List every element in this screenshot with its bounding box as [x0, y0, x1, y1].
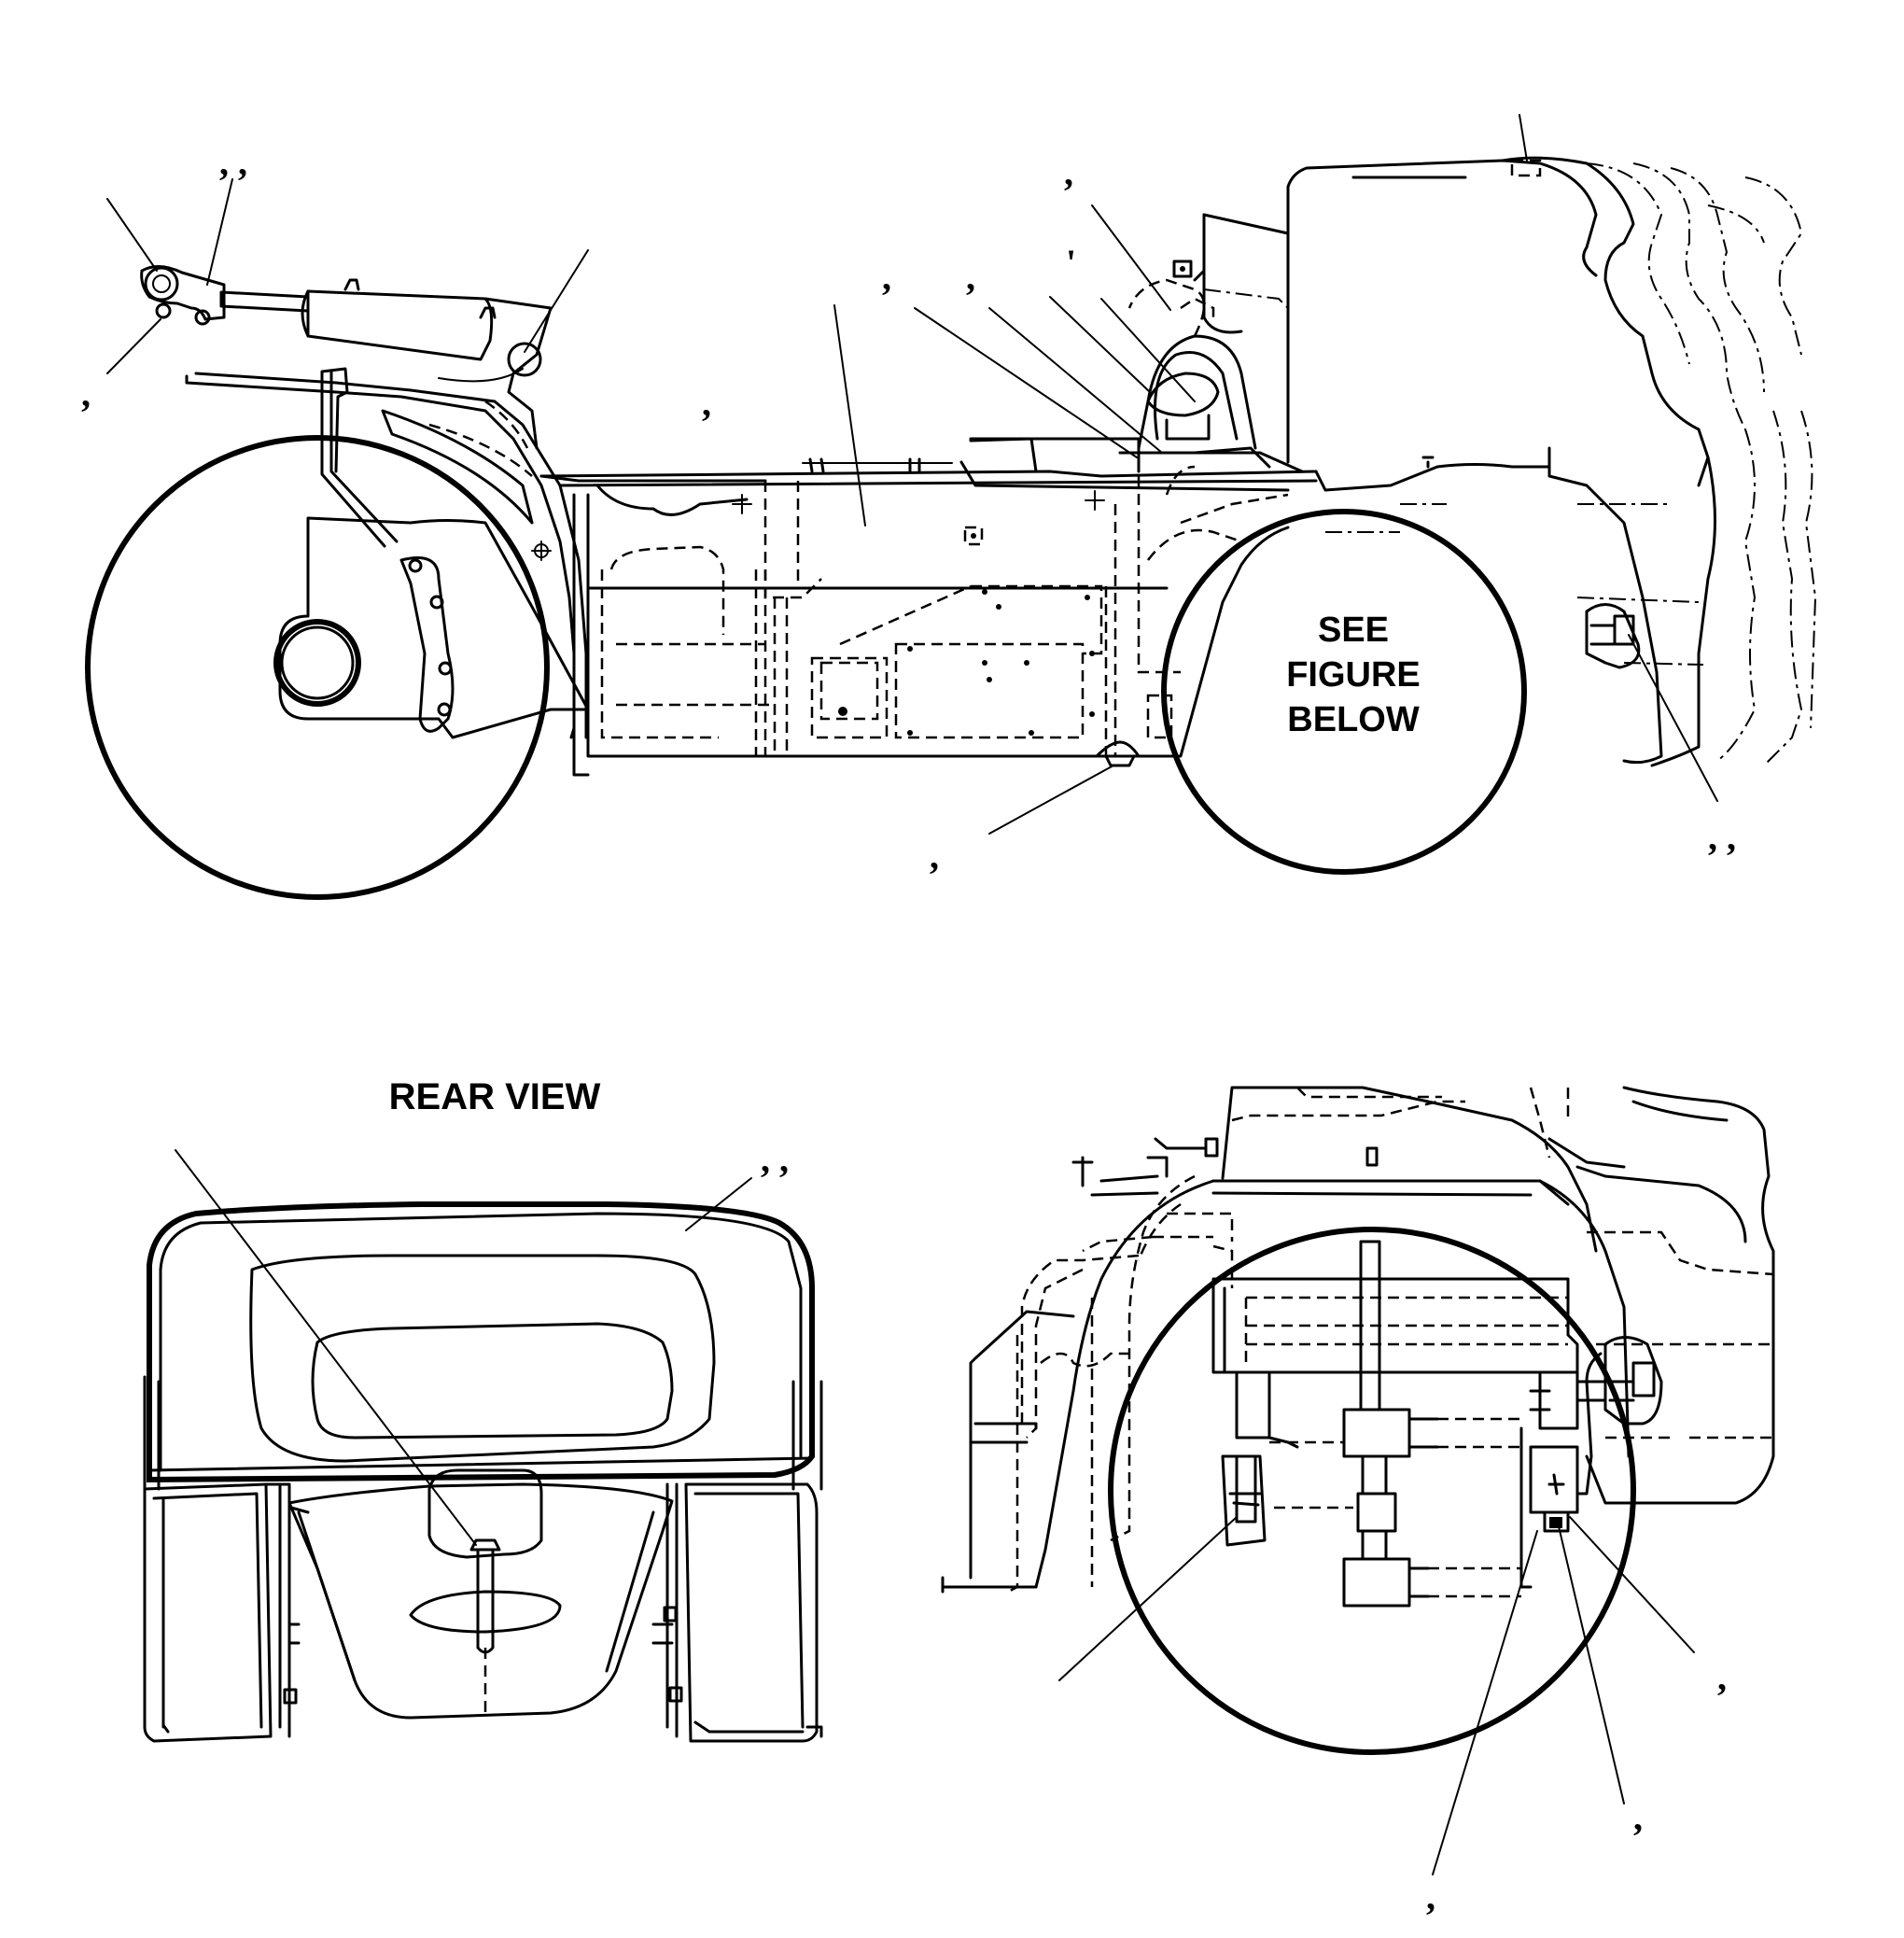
- seat-cushion: [1146, 372, 1220, 417]
- bolt-4: [437, 702, 452, 717]
- rear-left-panel: [143, 1482, 273, 1743]
- callout-tank-small: ': [1066, 242, 1076, 284]
- fender-dashes: [428, 400, 533, 477]
- rear-hood: [1172, 156, 1817, 767]
- callout-frame-bottom: ,: [930, 835, 939, 877]
- bolt-plate: [399, 556, 455, 733]
- callout-detail-bottom: ,: [1426, 1875, 1435, 1917]
- callout-tank-left: ,: [882, 256, 891, 298]
- rear-counterweight: [287, 1482, 674, 1720]
- rear-right-panel: [684, 1482, 819, 1743]
- callout-detail-right: ,: [1717, 1656, 1727, 1698]
- tow-hitch-plate: [427, 1468, 543, 1559]
- drum-hub-outer: [273, 619, 361, 707]
- rear-window-inner: [311, 1322, 674, 1439]
- see-figure-line3: BELOW: [1287, 700, 1420, 739]
- rear-view: REAR VIEW: [143, 1076, 823, 1743]
- see-figure-line1: SEE: [1318, 611, 1389, 650]
- callout-detail-mid: ,: [1633, 1796, 1643, 1838]
- cylinder-rod-eye: [144, 266, 179, 302]
- drum-top-plate-inner: [194, 372, 588, 739]
- bolt-3: [438, 661, 453, 676]
- callout-cylinder-top-left: , ,: [219, 141, 247, 183]
- detail-housing: [1211, 1277, 1579, 1374]
- drum-hub-inner: [280, 625, 355, 700]
- callout-rear-view-top: , ,: [761, 1138, 789, 1180]
- drum-yoke-arm: [278, 516, 590, 739]
- callout-cylinder-bottom-left: ,: [81, 372, 91, 414]
- detail-view: , , ,: [941, 1086, 1775, 1917]
- callout-tank-mid: ,: [966, 256, 975, 298]
- tow-slot: [409, 1590, 562, 1634]
- detail-filter: [1235, 1454, 1257, 1524]
- tow-pin: [476, 1548, 495, 1654]
- fender-shroud: [381, 409, 534, 525]
- leader-lines-top: [106, 114, 1718, 835]
- rear-window-outer: [249, 1254, 716, 1463]
- rear-view-title: REAR VIEW: [389, 1076, 601, 1117]
- steering-cylinder: [140, 265, 553, 450]
- callout-rear-wheel-bracket: , ,: [1708, 816, 1736, 858]
- main-frame: [539, 437, 1318, 777]
- rear-bracket: [1585, 603, 1641, 669]
- see-figure-line2: FIGURE: [1286, 655, 1421, 695]
- bolt-2: [429, 595, 444, 610]
- side-view-machine: SEE FIGURE BELOW , , , , , , , ' , , ,: [81, 114, 1817, 900]
- cylinder-pivot-pin: [507, 342, 542, 377]
- callout-cylinder-pivot: ,: [702, 382, 711, 424]
- see-figure-circle: [1161, 509, 1527, 875]
- inspection-cover: [1095, 740, 1141, 758]
- detail-valve: [1529, 1445, 1579, 1514]
- front-drum: [85, 435, 550, 900]
- detail-circle: [1108, 1227, 1636, 1755]
- rear-hood-outer: [147, 1201, 815, 1483]
- operator-seat: [969, 278, 1304, 473]
- bolt-1: [408, 558, 423, 573]
- callout-canopy-upper: ,: [1064, 151, 1073, 193]
